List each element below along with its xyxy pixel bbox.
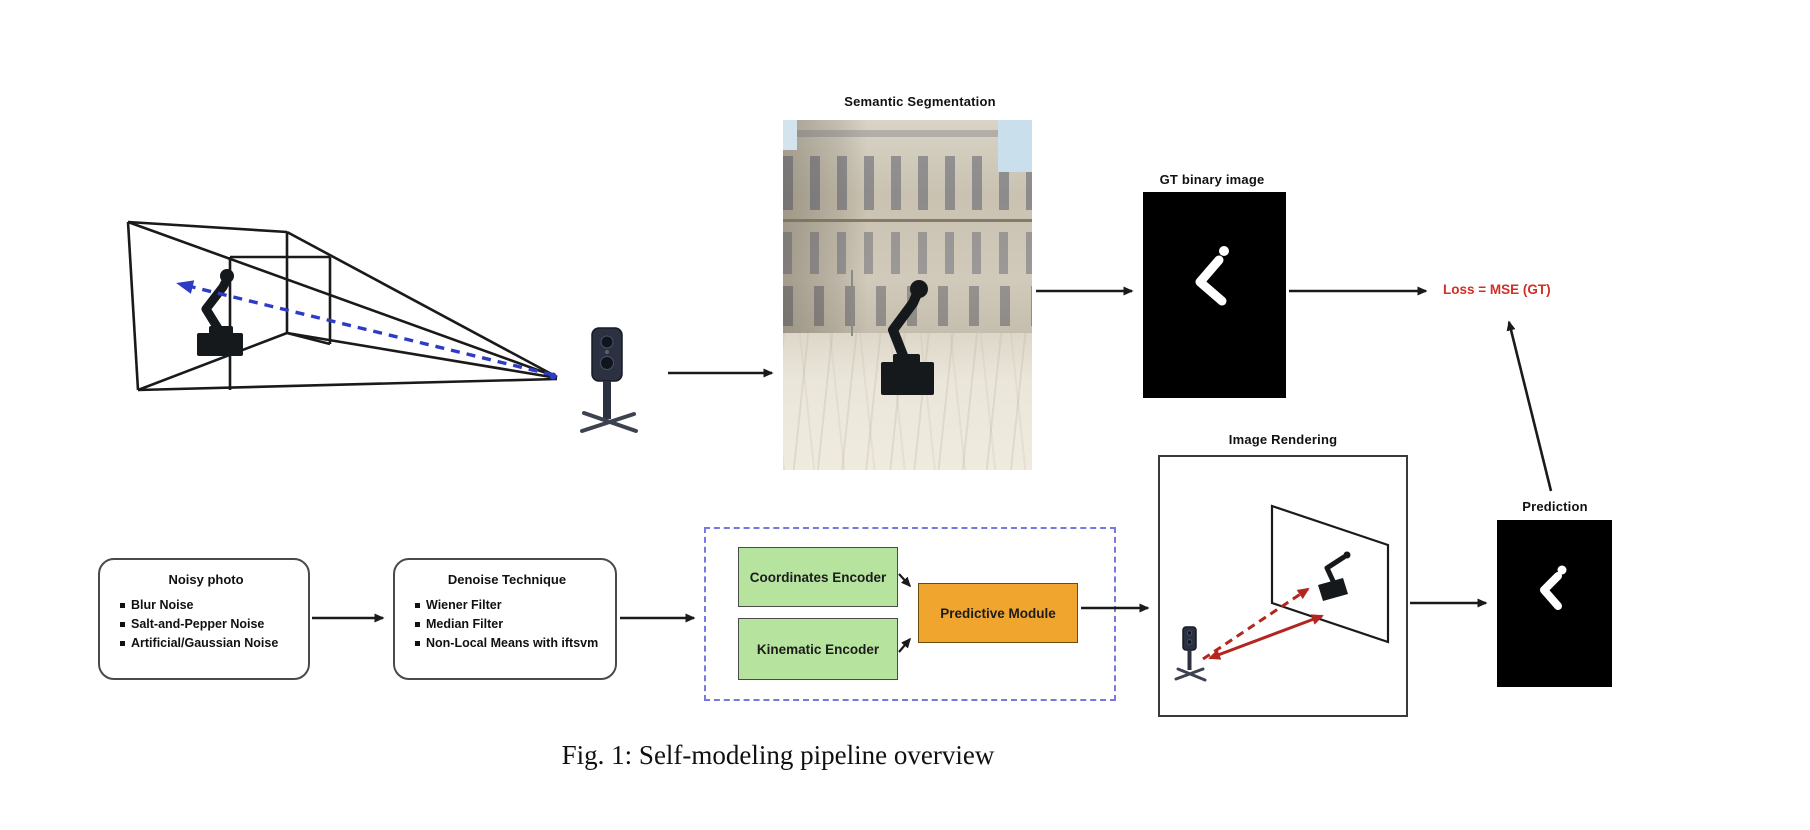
list-item-label: Salt-and-Pepper Noise — [131, 617, 265, 631]
image-rendering-label: Image Rendering — [1228, 432, 1338, 447]
semantic-segmentation-image — [783, 120, 1032, 470]
loss-equation-label: Loss = MSE (GT) — [1443, 282, 1551, 297]
building-window-row-middle — [783, 232, 1032, 274]
semantic-segmentation-label: Semantic Segmentation — [844, 94, 996, 109]
camera-ray-arrow — [176, 280, 557, 380]
list-item: Blur Noise — [120, 596, 298, 615]
noisy-photo-title: Noisy photo — [168, 572, 244, 587]
list-item-label: Non-Local Means with iftsvm — [426, 636, 599, 650]
list-item-label: Wiener Filter — [426, 598, 502, 612]
square-bullet-icon — [120, 641, 125, 646]
building-window-row-upper — [783, 156, 1032, 210]
list-item-label: Artificial/Gaussian Noise — [131, 636, 279, 650]
denoise-technique-title: Denoise Technique — [447, 572, 567, 587]
plaza-pavement — [783, 333, 1032, 470]
camera-tripod-icon — [580, 327, 638, 433]
building-frieze — [783, 130, 1032, 137]
gt-binary-image — [1143, 192, 1286, 398]
noisy-photo-box: Noisy photo Blur Noise Salt-and-Pepper N… — [98, 558, 310, 680]
list-item: Salt-and-Pepper Noise — [120, 615, 298, 634]
sky-patch-right — [998, 120, 1032, 172]
denoise-technique-list: Wiener Filter Median Filter Non-Local Me… — [409, 596, 605, 653]
gt-binary-label: GT binary image — [1159, 172, 1265, 187]
kinematic-encoder-box: Kinematic Encoder — [738, 618, 898, 680]
list-item: Wiener Filter — [415, 596, 605, 615]
square-bullet-icon — [120, 603, 125, 608]
building-facade — [783, 120, 1032, 333]
sky-patch-left — [783, 120, 797, 150]
arrow-prediction-to-loss — [1506, 320, 1553, 492]
denoise-technique-box: Denoise Technique Wiener Filter Median F… — [393, 558, 617, 680]
list-item: Artificial/Gaussian Noise — [120, 634, 298, 653]
camera-frustum-wireframe — [126, 220, 558, 392]
building-cornice — [783, 219, 1032, 222]
encoder-module-container — [704, 527, 1116, 701]
prediction-image — [1497, 520, 1612, 687]
noisy-photo-list: Blur Noise Salt-and-Pepper Noise Artific… — [114, 596, 298, 653]
square-bullet-icon — [120, 622, 125, 627]
prediction-label: Prediction — [1522, 499, 1588, 514]
building-window-row-lower — [783, 286, 1032, 326]
predictive-module-box: Predictive Module — [918, 583, 1078, 643]
coordinates-encoder-box: Coordinates Encoder — [738, 547, 898, 607]
list-item: Median Filter — [415, 615, 605, 634]
figure-caption: Fig. 1: Self-modeling pipeline overview — [561, 740, 995, 770]
square-bullet-icon — [415, 622, 420, 627]
list-item-label: Median Filter — [426, 617, 504, 631]
image-rendering-box — [1158, 455, 1408, 717]
list-item-label: Blur Noise — [131, 598, 194, 612]
list-item: Non-Local Means with iftsvm — [415, 634, 605, 653]
square-bullet-icon — [415, 603, 420, 608]
square-bullet-icon — [415, 641, 420, 646]
robot-silhouette-frustum — [197, 269, 243, 356]
